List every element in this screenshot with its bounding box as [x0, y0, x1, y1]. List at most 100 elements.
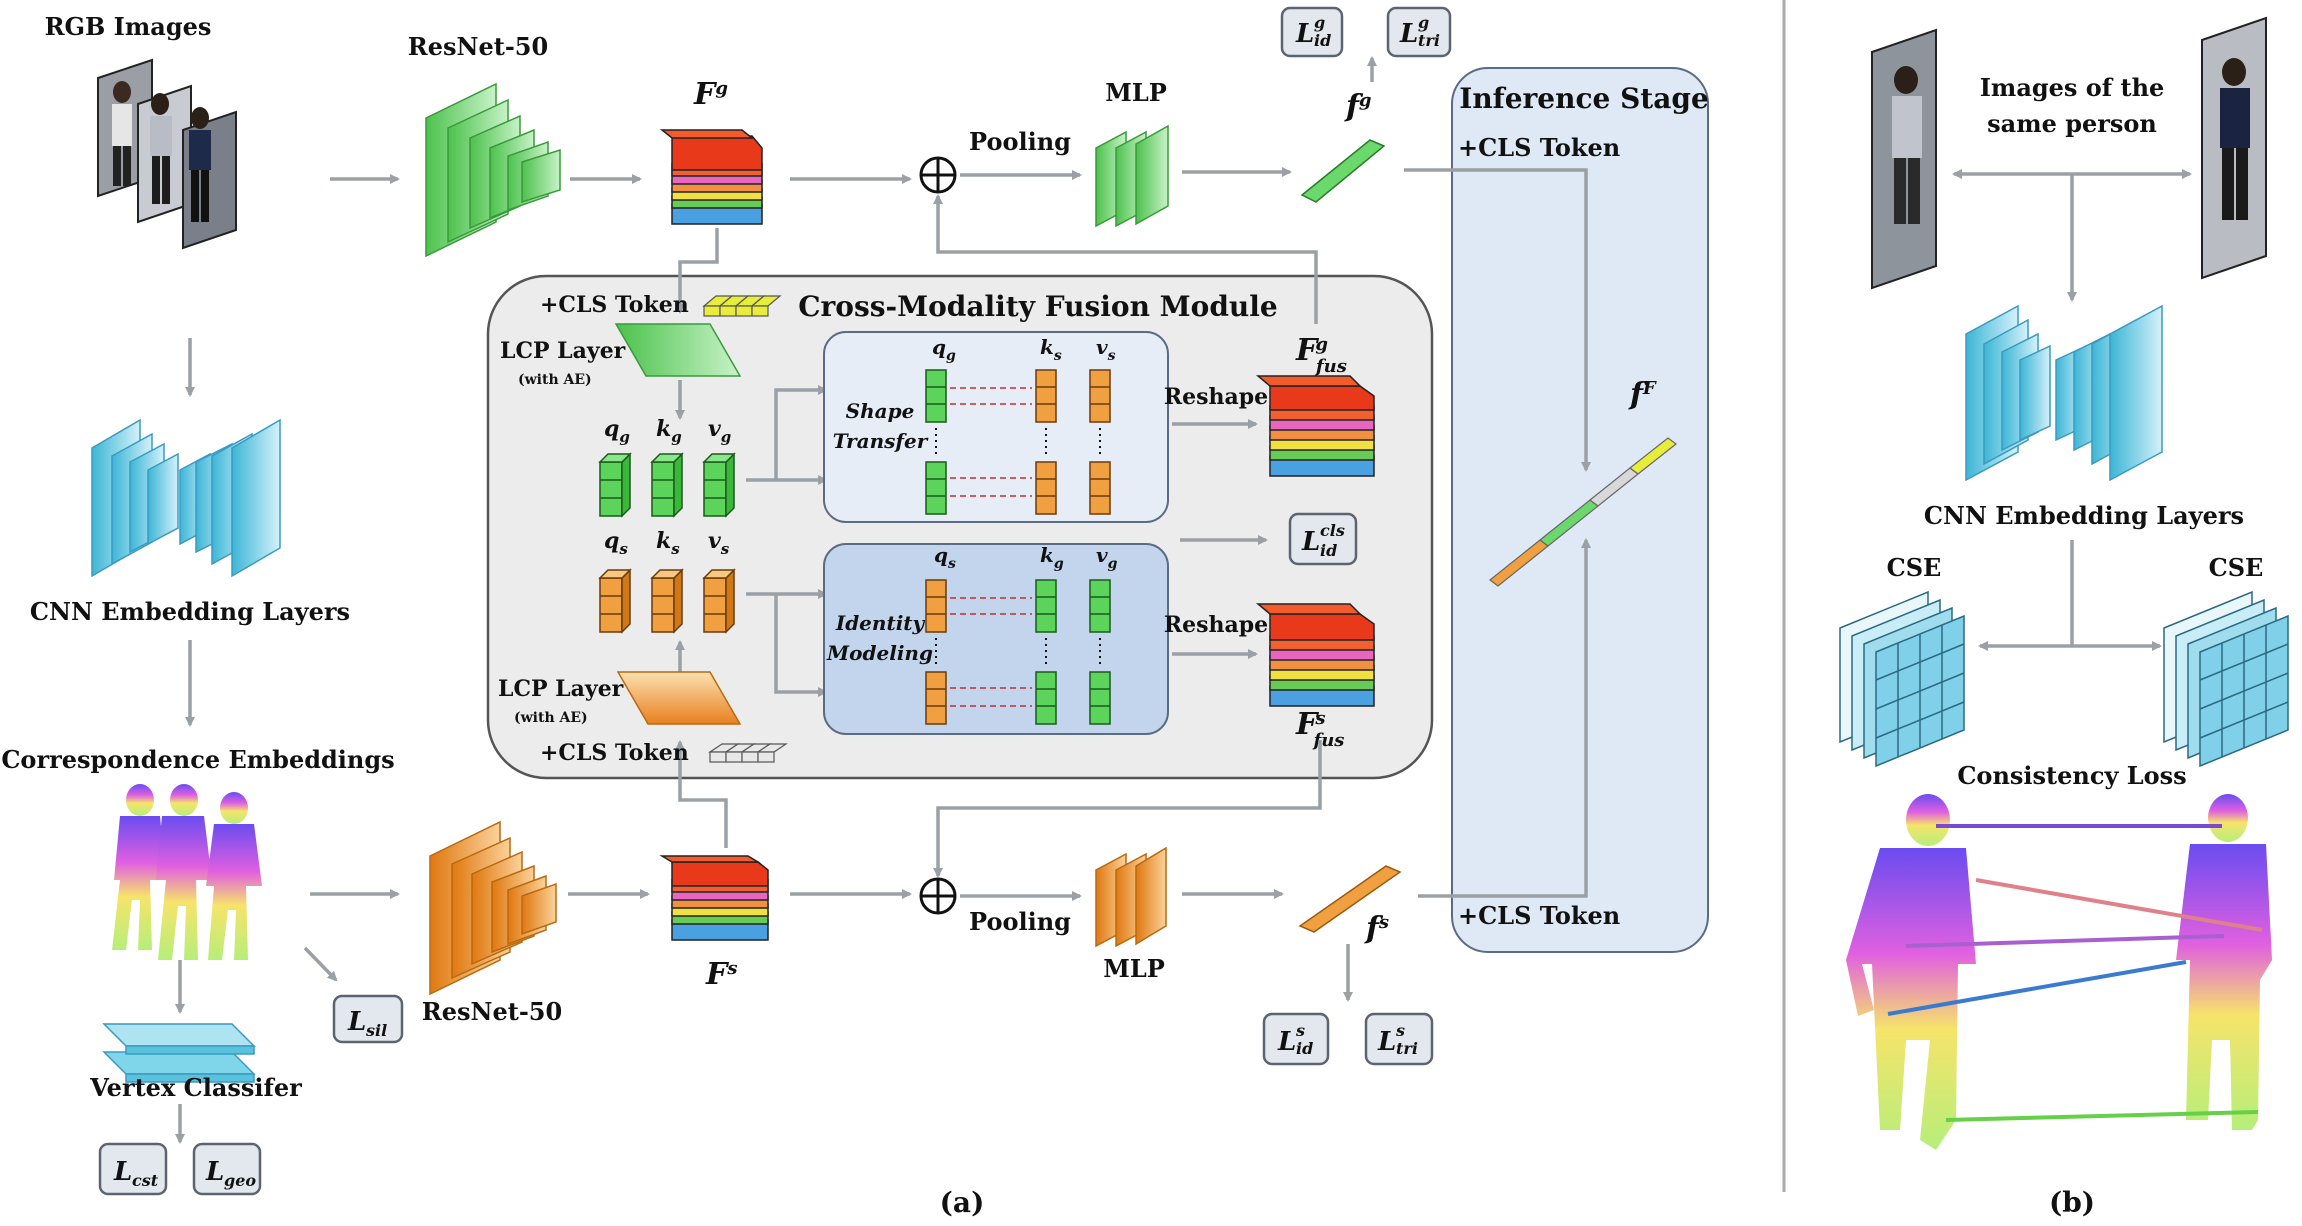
- svg-text:g: g: [1314, 13, 1325, 32]
- svg-text:L: L: [1399, 19, 1418, 49]
- same-person-line2: same person: [1987, 109, 2157, 138]
- mlp-bottom-label: MLP: [1103, 954, 1165, 983]
- vector-fs-label: fs: [1364, 911, 1389, 946]
- mlp-top-label: MLP: [1105, 78, 1167, 107]
- lcp-layer-bottom-plane: [616, 671, 742, 725]
- pooling-top-label: Pooling: [969, 127, 1071, 156]
- lcp-layer-top-plane: [614, 323, 742, 377]
- svg-text:vs: vs: [708, 528, 730, 558]
- svg-text:L: L: [1377, 1027, 1396, 1057]
- svg-text:qg: qg: [604, 416, 630, 446]
- svg-text:g: g: [1418, 13, 1429, 32]
- vector-fF: [1489, 437, 1677, 587]
- svg-text:vg: vg: [708, 416, 731, 446]
- caption-a: (a): [940, 1186, 985, 1219]
- svg-text:qs: qs: [934, 543, 956, 572]
- cse-right-grid: [2163, 590, 2289, 768]
- resnet-top-label: ResNet-50: [408, 32, 548, 61]
- inference-cls-top: +CLS Token: [1458, 133, 1620, 162]
- reshape-bottom-label: Reshape: [1164, 612, 1268, 638]
- shape-transfer-box: [823, 331, 1169, 523]
- svg-text:id: id: [1314, 31, 1331, 50]
- identity-modeling-labels: qs kg vg: [934, 543, 1118, 572]
- reshape-top-label: Reshape: [1164, 384, 1268, 410]
- same-person-line1: Images of the: [1980, 73, 2165, 102]
- svg-text:L: L: [113, 1157, 132, 1187]
- svg-text:L: L: [347, 1007, 366, 1037]
- shape-transfer-line2: Transfer: [833, 429, 929, 453]
- qkv-s-labels: qs ks vs: [604, 528, 730, 558]
- svg-text:tri: tri: [1418, 31, 1440, 50]
- identity-modeling-cells: [925, 579, 1111, 725]
- inference-cls-bottom: +CLS Token: [1458, 901, 1620, 930]
- svg-text:L: L: [1301, 527, 1320, 557]
- qkv-g-cells: [598, 452, 736, 518]
- resnet-top-blocks: [425, 82, 561, 258]
- svg-text:L: L: [1277, 1027, 1296, 1057]
- rgb-images-label: RGB Images: [45, 12, 212, 41]
- cse-left-grid: [1839, 590, 1965, 768]
- identity-modeling-line2: Modeling: [826, 641, 933, 665]
- qkv-g-labels: qg kg vg: [604, 416, 731, 446]
- consistency-body-left: [1846, 794, 1976, 1150]
- lcp-layer-bottom-sub: (with AE): [514, 710, 588, 726]
- svg-text:id: id: [1320, 541, 1337, 560]
- vector-fg: [1300, 139, 1386, 203]
- cnn-embedding-label-a: CNN Embedding Layers: [30, 597, 350, 626]
- feature-stack-fs: [659, 855, 769, 941]
- svg-text:s: s: [1395, 1021, 1405, 1040]
- vertex-classifier-planes: [102, 1023, 256, 1083]
- consistency-loss-label: Consistency Loss: [1957, 761, 2186, 790]
- lcp-layer-top-label: LCP Layer: [500, 338, 626, 364]
- loss-id-cls: L cls id: [1288, 512, 1358, 566]
- svg-text:ks: ks: [1040, 335, 1062, 364]
- cls-token-top-label: +CLS Token: [540, 292, 689, 318]
- loss-tri-s: L s tri: [1364, 1012, 1434, 1066]
- lcp-layer-bottom-label: LCP Layer: [498, 676, 624, 702]
- svg-text:cst: cst: [132, 1171, 159, 1190]
- cse-right-label: CSE: [2209, 553, 2264, 582]
- svg-text:L: L: [205, 1157, 224, 1187]
- loss-geo: L geo: [192, 1142, 262, 1196]
- feature-stack-fused-s: [1255, 603, 1375, 707]
- svg-text:cls: cls: [1320, 521, 1345, 540]
- pooling-bottom-label: Pooling: [969, 907, 1071, 936]
- add-operator-top: [919, 156, 957, 194]
- consistency-body-right: [2176, 794, 2272, 1130]
- cls-token-top-cells: [702, 295, 782, 317]
- feature-fs-label: Fs: [705, 957, 737, 992]
- correspondence-label: Correspondence Embeddings: [1, 745, 394, 774]
- svg-text:L: L: [1295, 19, 1314, 49]
- vertex-classifier-label: Vertex Classifer: [89, 1073, 302, 1102]
- svg-text:vs: vs: [1096, 335, 1116, 364]
- loss-cst: L cst: [98, 1142, 168, 1196]
- svg-text:sil: sil: [365, 1021, 387, 1040]
- resnet-bottom-label: ResNet-50: [422, 997, 562, 1026]
- svg-text:qg: qg: [932, 335, 956, 364]
- mlp-top-blocks: [1095, 124, 1169, 228]
- loss-id-g: L g id: [1280, 6, 1344, 58]
- cnn-embedding-blocks-a: [91, 418, 281, 578]
- shape-transfer-labels: qg ks vs: [932, 335, 1116, 364]
- svg-text:geo: geo: [224, 1171, 256, 1190]
- cls-token-bottom-label: +CLS Token: [540, 740, 689, 766]
- qkv-s-cells: [598, 568, 736, 634]
- fusion-module-title: Cross-Modality Fusion Module: [798, 290, 1277, 323]
- caption-b: (b): [2049, 1186, 2095, 1219]
- shape-transfer-line1: Shape: [846, 399, 915, 423]
- feature-fg-label: Fg: [693, 77, 728, 112]
- resnet-bottom-blocks: [429, 820, 557, 996]
- cls-token-bottom-cells: [708, 743, 788, 763]
- svg-text:s: s: [1295, 1021, 1305, 1040]
- svg-text:kg: kg: [656, 416, 682, 446]
- svg-text:qs: qs: [604, 528, 628, 558]
- svg-text:tri: tri: [1396, 1039, 1418, 1058]
- cnn-embedding-label-b: CNN Embedding Layers: [1924, 501, 2244, 530]
- cnn-embedding-blocks-b: [1965, 304, 2163, 482]
- person-image-left: [1871, 28, 1937, 290]
- svg-text:id: id: [1296, 1039, 1313, 1058]
- vector-fg-label: fg: [1344, 89, 1372, 124]
- lcp-layer-top-sub: (with AE): [518, 372, 592, 388]
